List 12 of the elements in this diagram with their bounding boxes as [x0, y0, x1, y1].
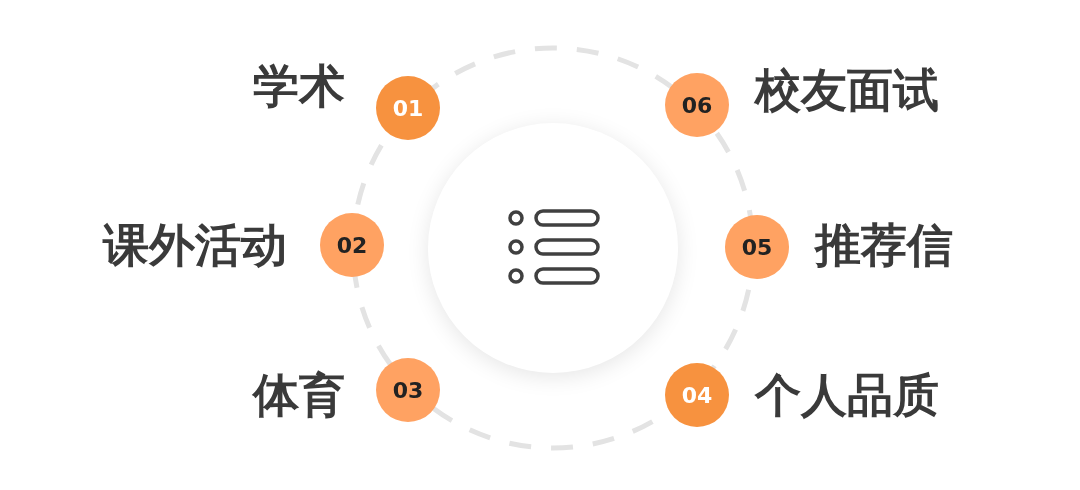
- number-badge: 01: [376, 76, 440, 140]
- number-badge: 06: [665, 73, 729, 137]
- number-badge: 02: [320, 213, 384, 277]
- category-label: 课外活动: [103, 217, 287, 273]
- number-badge: 05: [725, 215, 789, 279]
- category-label: 校友面试: [755, 62, 939, 118]
- category-label: 推荐信: [815, 217, 953, 273]
- number-badge: 04: [665, 363, 729, 427]
- category-label: 学术: [253, 58, 345, 114]
- category-label: 个人品质: [755, 367, 939, 423]
- number-badge: 03: [376, 358, 440, 422]
- category-label: 体育: [253, 367, 345, 423]
